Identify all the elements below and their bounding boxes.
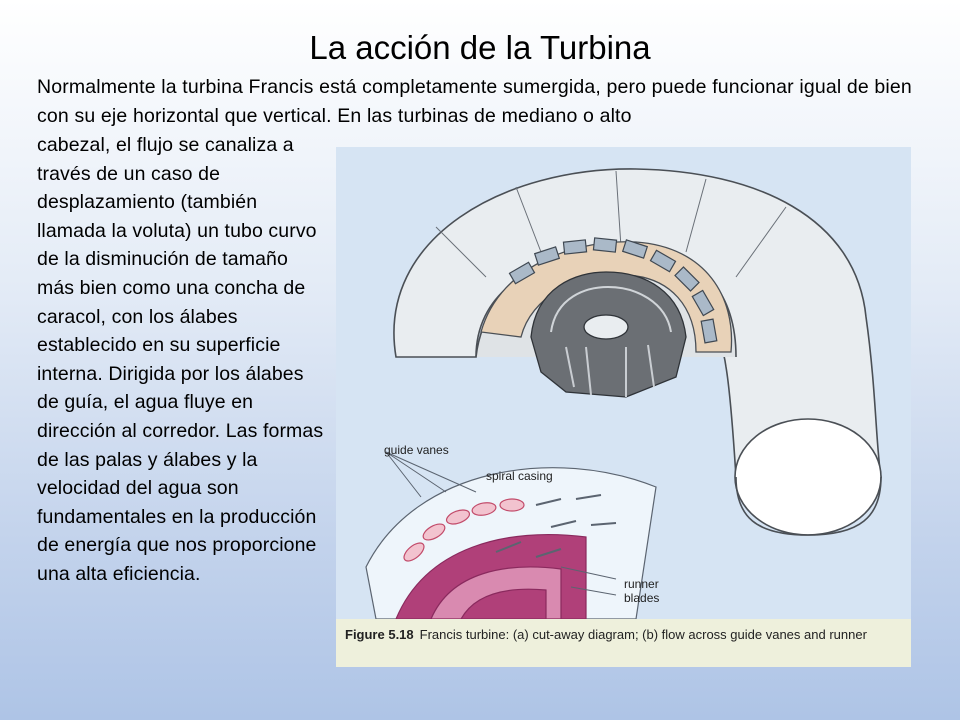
intro-paragraph: Normalmente la turbina Francis está comp…: [37, 76, 912, 127]
slide-title: La acción de la Turbina: [309, 29, 651, 66]
flow-inset: [365, 451, 657, 619]
figure-caption: Figure 5.18 Francis turbine: (a) cut-away…: [345, 626, 900, 644]
guide-vanes-label: guide vanes: [384, 443, 449, 457]
figure-caption-text: Francis turbine: (a) cut-away diagram; (…: [419, 627, 867, 642]
casing-outlet: [735, 476, 882, 536]
figure-number: Figure 5.18: [345, 627, 414, 642]
turbine-figure: guide vanes spiral casing runner blades …: [336, 147, 911, 667]
spiral-casing-label: spiral casing: [486, 469, 553, 483]
guide-vane-set: [508, 237, 718, 344]
body-paragraph: cabezal, el flujo se canaliza a través d…: [37, 134, 324, 585]
runner-drawing: [530, 271, 687, 398]
turbine-illustration: [365, 168, 882, 619]
blades-label: blades: [624, 591, 660, 605]
runner-label: runner: [624, 577, 659, 591]
figure-caption-bar: Figure 5.18 Francis turbine: (a) cut-away…: [336, 619, 911, 667]
